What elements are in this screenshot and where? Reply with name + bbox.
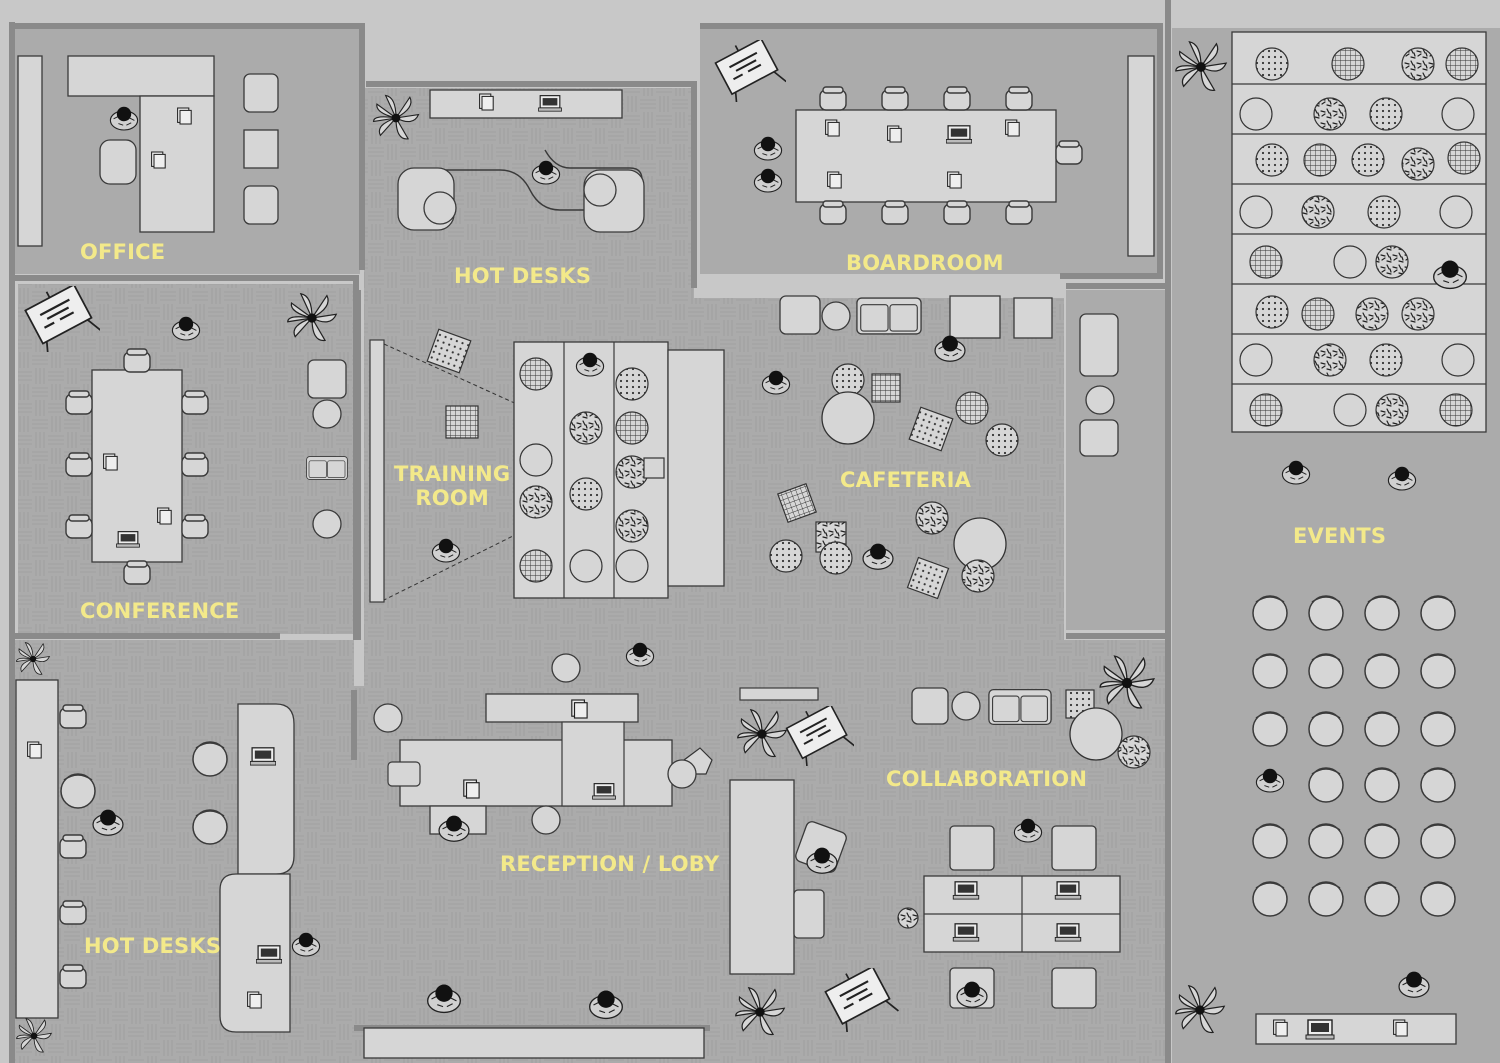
hot-desks-south-furniture — [15, 642, 321, 1053]
boardroom-furniture — [712, 40, 1155, 257]
room-label-conference: CONFERENCE — [80, 599, 240, 623]
events-furniture — [1174, 31, 1487, 1045]
room-label-events: EVENTS — [1293, 524, 1387, 548]
collaboration-furniture — [897, 655, 1155, 1009]
room-label-office: OFFICE — [80, 240, 166, 264]
room-label-training-line-2: ROOM — [415, 486, 489, 510]
conference-furniture — [22, 286, 348, 585]
room-label-training-room: TRAINING ROOM — [394, 462, 510, 510]
room-label-hot-desks-north: HOT DESKS — [454, 264, 592, 288]
hot-desks-north-furniture — [372, 89, 645, 233]
reception-furniture — [363, 642, 900, 1059]
training-room-furniture — [369, 328, 725, 603]
room-label-boardroom: BOARDROOM — [846, 251, 1004, 275]
room-label-reception: RECEPTION / LOBY — [500, 852, 720, 876]
room-label-hot-desks-south: HOT DESKS — [84, 934, 222, 958]
room-label-cafeteria: CAFETERIA — [840, 468, 972, 492]
cafeteria-furniture — [761, 295, 1119, 600]
room-label-training-line-1: TRAINING — [394, 462, 511, 486]
office-furniture — [17, 55, 279, 247]
room-label-collaboration: COLLABORATION — [886, 767, 1088, 791]
